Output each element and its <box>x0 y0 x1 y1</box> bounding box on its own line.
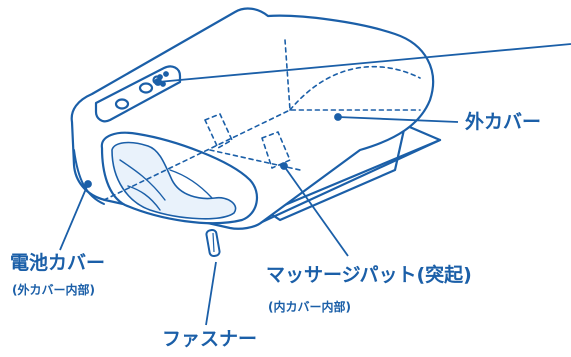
label-outer-cover: 外カバー <box>465 111 542 133</box>
massage-pad-left <box>204 113 233 149</box>
label-battery-cover: 電池カバー <box>10 252 106 274</box>
zipper-pull <box>205 228 221 258</box>
leader-massage-pad <box>283 165 349 257</box>
leader-control-panel <box>157 43 571 83</box>
leader-outer-cover <box>337 116 459 123</box>
label-zipper: ファスナー <box>162 328 258 350</box>
leader-battery-cover <box>59 183 89 251</box>
battery-cover-panel <box>73 149 105 205</box>
massage-pad-right <box>261 131 291 169</box>
leader-zipper <box>205 261 217 326</box>
indicator-light-2 <box>163 71 169 77</box>
label-massage-pad: マッサージパット(突起) <box>266 264 472 286</box>
label-battery-cover-note: (外カバー内部) <box>12 283 95 297</box>
inner-bag <box>111 141 237 220</box>
label-massage-pad-note: (内カバー内部) <box>268 300 351 314</box>
mode-button <box>138 82 154 94</box>
power-button <box>114 98 130 110</box>
